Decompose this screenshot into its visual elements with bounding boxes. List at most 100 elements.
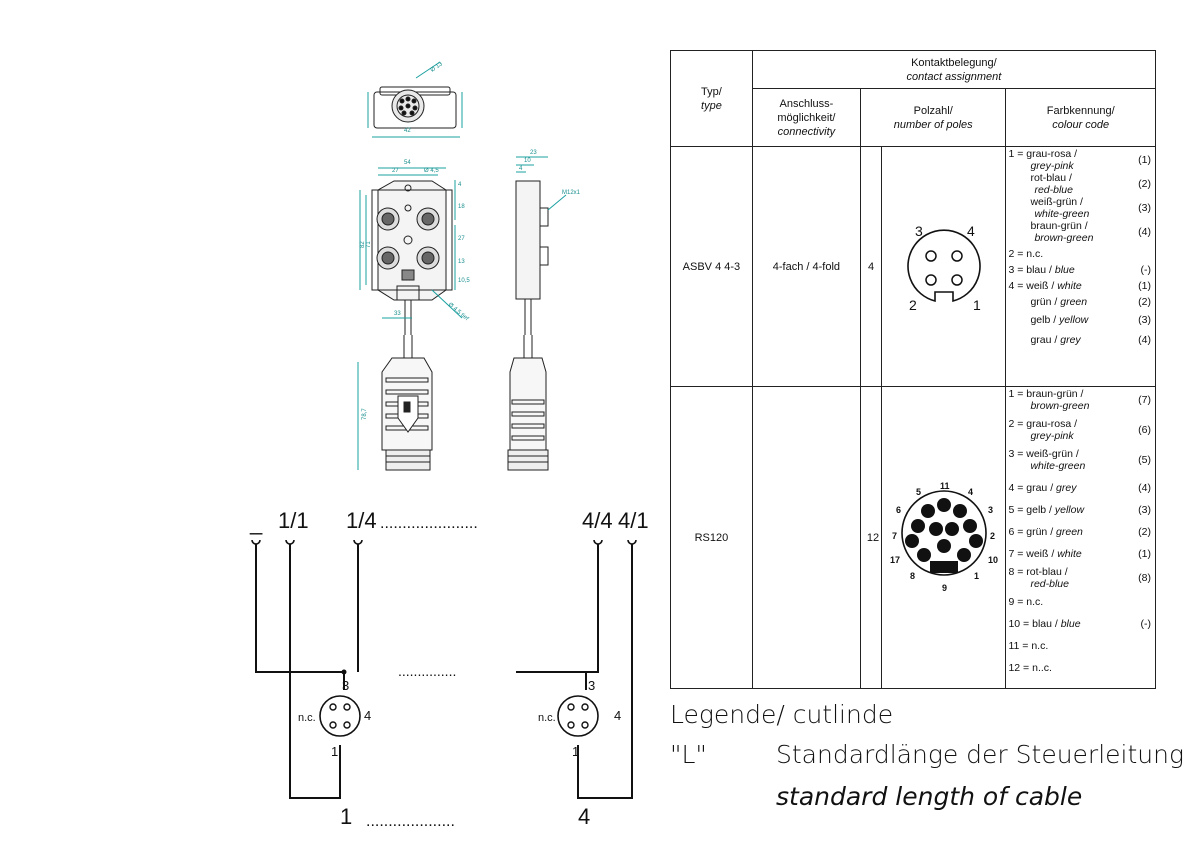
colour-code-cell: 1 = grau-rosa /grey-pink(1) rot-blau /re… [1005,146,1156,387]
pinout-12-pole-icon: 11 5 4 6 3 7 2 17 10 8 1 9 [890,481,998,593]
connector-top-view [367,61,463,138]
label-4-4: 4/4 [582,508,613,533]
dim-33: 33 [394,311,401,317]
pin-label: 3 [988,505,993,515]
wires [255,544,633,799]
poles-cell: 12 [859,386,883,689]
cable-plug-front [357,335,433,471]
header-poles-de: Polzahl/ [913,104,953,117]
colour-entry: 4 = weiß / white(1) [1008,280,1151,292]
dim-10-5: 10,5 [458,278,470,284]
dim-18: 18 [458,204,465,210]
dim-10: 10 [524,158,531,164]
dim-d45: Ø 4,5 [424,168,439,174]
pin-3-left: 3 [342,678,349,693]
header-conn-line2: möglichkeit/ [777,111,836,124]
nc-left: n.c. [298,712,316,724]
connectivity-cell: 4-fach / 4-fold [751,146,861,387]
dots-mid: ............... [398,663,456,679]
dim-d13: Ø 13 [430,61,445,74]
colour-entry: 2 = grau-rosa /grey-pink(6) [1008,418,1151,442]
junction-dot [341,669,347,675]
label-bottom-4: 4 [578,804,590,829]
pin-1-right: 1 [572,744,579,759]
legend-title: Legende/ cutlinde [670,700,894,729]
pin-4-right: 4 [614,708,621,723]
pin-label: 9 [942,583,947,593]
legend-description-de: Standardlänge der Steuerleitung [776,740,1184,769]
header-poles: Polzahl/ number of poles [859,88,1007,147]
colour-entry: 3 = weiß-grün /white-green(5) [1008,448,1151,472]
cable-plug-side [507,335,549,471]
colour-entry: 3 = blau / blue(-) [1008,264,1151,276]
label-4-1: 4/1 [618,508,649,533]
header-contact: Kontaktbelegung/ contact assignment [751,50,1157,89]
terminal-1-4 [353,539,363,545]
pin-label: 3 [915,223,923,239]
colour-entry: 8 = rot-blau /red-blue(8) [1008,566,1151,590]
contact-assignment-table: Typ/ type Kontaktbelegung/ contact assig… [670,50,1157,689]
terminal-minus [251,539,261,545]
pinout-4-pole-icon: 3 4 2 1 [907,223,981,313]
colour-entry: 1 = grau-rosa /grey-pink(1) [1008,148,1151,172]
header-type: Typ/ type [670,50,753,147]
dim-82: 82 [360,241,366,248]
colour-entry: braun-grün /brown-green(4) [1030,220,1151,244]
colour-entry: 12 = n..c. [1008,662,1052,674]
pin-label: 2 [909,297,917,313]
label-bottom-1: 1 [340,804,352,829]
wiring-diagram: _ 1/1 1/4 ...................... 4/4 4/1… [249,508,649,830]
pin-label: 4 [968,487,973,497]
terminal-4-4 [593,539,603,545]
header-type-de: Typ/ [701,85,722,98]
pin-label: 17 [890,555,900,565]
dim-d45-tief: Ø 4,5 tief [447,302,470,322]
type-cell: RS120 [670,386,753,689]
header-colour-de: Farbkennung/ [1046,104,1115,117]
header-poles-en: number of poles [893,118,973,131]
pin-label: 7 [892,531,897,541]
pin-label: 11 [940,481,950,491]
label-1-4: 1/4 [346,508,377,533]
pin-3-right: 3 [588,678,595,693]
dots-top: ...................... [380,515,478,532]
colour-entry: 5 = gelb / yellow(3) [1008,504,1151,516]
pin-label: 1 [974,571,979,581]
terminal-4-1 [627,539,637,545]
header-contact-en: contact assignment [906,70,1002,83]
colour-code-cell: 1 = braun-grün /brown-green(7) 2 = grau-… [1005,386,1156,689]
label-minus: _ [249,510,263,535]
dim-13: 13 [458,259,465,265]
colour-entry: grau / grey(4) [1030,334,1151,346]
connectivity-cell [751,386,861,689]
colour-entry: 4 = grau / grey(4) [1008,482,1151,494]
header-colour-en: colour code [1052,118,1110,131]
terminal-1-1 [285,539,295,545]
table-row: RS120 12 11 5 4 [670,386,1156,689]
dim-78-7: 78,7 [362,408,368,420]
header-colour: Farbkennung/ colour code [1005,88,1156,147]
pin-1-left: 1 [331,744,338,759]
colour-entry: 10 = blau / blue(-) [1008,618,1151,630]
poles-cell: 4 [859,146,883,387]
header-conn-line1: Anschluss- [779,97,834,110]
header-connectivity: Anschluss- möglichkeit/ connectivity [751,88,861,147]
label-1-1: 1/1 [278,508,309,533]
pin-4-left: 4 [364,708,371,723]
dim-42-top: 42 [404,128,411,134]
colour-entry: 11 = n.c. [1008,640,1049,652]
pin-label: 1 [973,297,981,313]
colour-entry: grün / green(2) [1030,296,1151,308]
header-contact-de: Kontaktbelegung/ [911,56,997,69]
connector-side-view [515,156,567,335]
colour-entry: 7 = weiß / white(1) [1008,548,1151,560]
pin-label: 4 [967,223,975,239]
colour-entry: gelb / yellow(3) [1030,314,1151,326]
colour-entry: 2 = n.c. [1008,248,1044,260]
pin-label: 6 [896,505,901,515]
colour-entry: 9 = n.c. [1008,596,1044,608]
colour-entry: weiß-grün /white-green(3) [1030,196,1151,220]
table-row: ASBV 4 4-3 4-fach / 4-fold 4 3 4 2 1 1 =… [670,146,1156,387]
colour-entry: 6 = grün / green(2) [1008,526,1151,538]
